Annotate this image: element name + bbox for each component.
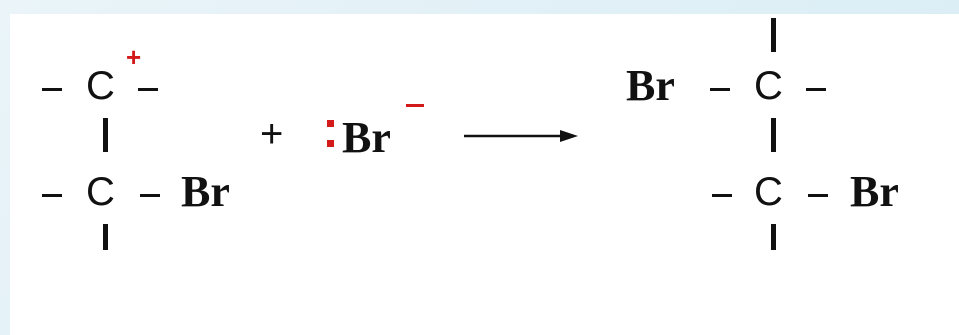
bond-left-bottom-product <box>712 194 732 197</box>
bond-carbon-carbon <box>103 118 108 152</box>
bond-bromine-carbon-top <box>710 88 730 91</box>
product-carbon-bottom: C <box>754 170 783 214</box>
carbon-top-label: C <box>86 64 115 108</box>
bond-carbon-bromine-bottom <box>808 194 828 197</box>
bond-product-bottom-stub <box>771 224 776 250</box>
bond-bottom-stub <box>103 224 108 250</box>
reaction-arrow-icon <box>464 130 578 142</box>
bromide-label: Br <box>342 113 391 162</box>
product-carbon-top: C <box>754 64 783 108</box>
bromine-label: Br <box>181 167 230 216</box>
bond-top-stub <box>771 18 776 52</box>
product-bromine-right: Br <box>850 167 899 216</box>
bond-left-top-carbon <box>42 88 62 91</box>
negative-charge <box>406 104 424 107</box>
bond-left-bottom-carbon <box>42 194 62 197</box>
product-bromine-left: Br <box>626 61 675 110</box>
diagram-panel <box>10 14 959 335</box>
bond-carbon-bromine <box>140 194 160 197</box>
carbon-bottom-label: C <box>86 170 115 214</box>
positive-charge: + <box>126 42 142 72</box>
bond-product-carbon-carbon <box>771 118 776 152</box>
lone-pair-dot-bottom <box>327 140 334 147</box>
lone-pair-dot-top <box>327 120 334 127</box>
plus-sign: + <box>260 112 284 156</box>
bond-right-top-product <box>806 88 826 91</box>
bond-right-top-carbon <box>138 88 158 91</box>
